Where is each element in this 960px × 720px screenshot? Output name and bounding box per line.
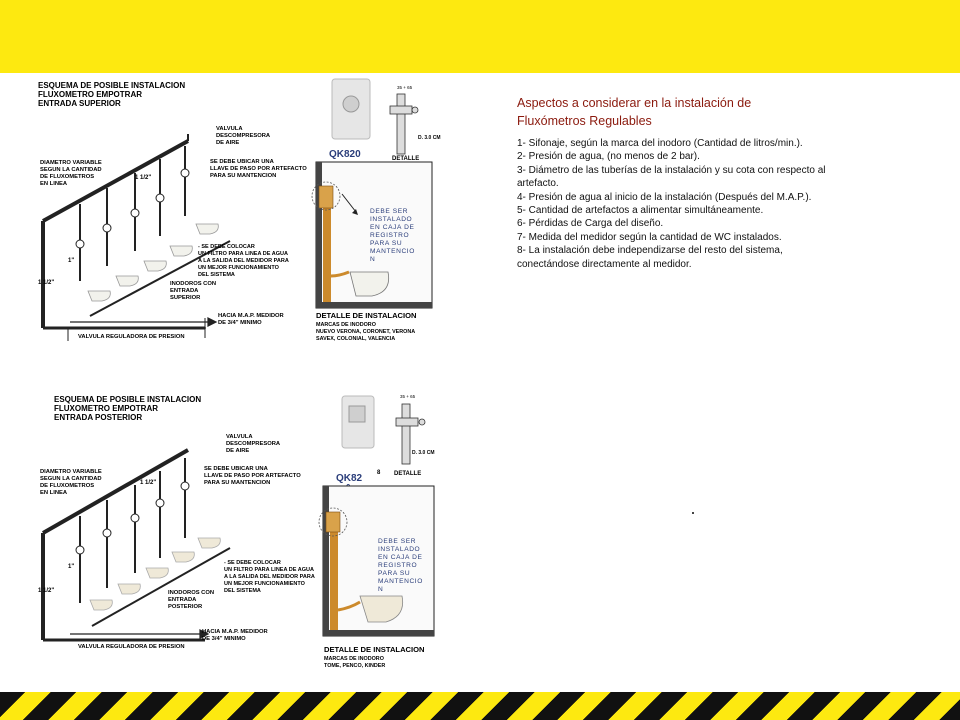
meter-label: HACIA M.A.P. MEDIDOR DE 3/4" MINIMO xyxy=(202,629,269,642)
pipe-network xyxy=(41,448,231,642)
filter-label: - SE DEBE COLOCAR UN FILTRO PARA LINEA D… xyxy=(198,244,290,278)
diameter-label: DIAMETRO VARIABLE SEGUN LA CANTIDAD DE F… xyxy=(40,469,103,496)
size-main: 1 1/2" xyxy=(38,280,54,286)
list-item: 1- Sifonaje, según la marca del inodoro … xyxy=(517,138,803,149)
diagram-title: ESQUEMA DE POSIBLE INSTALACION FLUXOMETR… xyxy=(54,395,203,422)
list-item: 5- Cantidad de artefactos a alimentar si… xyxy=(517,205,764,217)
stop-valves xyxy=(75,168,190,249)
dims-top: 35 + 65 xyxy=(400,394,416,399)
size-main: 1 1/2" xyxy=(38,588,54,594)
diameter-label: DIAMETRO VARIABLE SEGUN LA CANTIDAD DE F… xyxy=(40,160,103,187)
list-item: 3- Diámetro de las tuberías de la instal… xyxy=(517,164,826,190)
size-branch: 1" xyxy=(68,258,74,264)
diagram-entrada-superior: ESQUEMA DE POSIBLE INSTALACION FLUXOMETR… xyxy=(38,78,441,342)
dims-top: 35 + 65 xyxy=(397,85,413,90)
considerations-list: 1- Sifonaje, según la marca del inodoro … xyxy=(517,137,847,271)
size-mid: 1 1/2" xyxy=(140,480,156,486)
toilets-label: INODOROS CON ENTRADA POSTERIOR xyxy=(168,590,216,610)
stop-valve-label: SE DEBE UBICAR UNA LLAVE DE PASO POR ART… xyxy=(210,159,308,179)
toilets-label: INODOROS CON ENTRADA SUPERIOR xyxy=(170,281,218,301)
installation-cutaway xyxy=(318,485,435,637)
considerations-subheading: Fluxómetros Regulables xyxy=(517,114,652,128)
brands-label: MARCAS DE INODORO TOME, PENCO, KINDER xyxy=(324,656,385,669)
install-title: DETALLE DE INSTALACION xyxy=(316,311,417,320)
diagram-title: ESQUEMA DE POSIBLE INSTALACION FLUXOMETR… xyxy=(38,81,187,108)
brands-label: MARCAS DE INODORO NUEVO VERONA, CORONET,… xyxy=(316,322,416,342)
stray-dot xyxy=(692,512,694,514)
registry-label: DEBE SER INSTALADO EN CAJA DE REGISTRO P… xyxy=(378,538,425,593)
installation-cutaway xyxy=(311,161,433,309)
valve-label: VALVULA DESCOMPRESORA DE AIRE xyxy=(216,126,272,146)
model-label: QK820 xyxy=(329,149,361,160)
list-item: 6- Pérdidas de Carga del diseño. xyxy=(517,218,664,230)
considerations-panel: Aspectos a considerar en la instalación … xyxy=(517,94,847,271)
flush-button-icon xyxy=(348,405,366,423)
toilets xyxy=(89,537,221,611)
dims-side: D. 3.0 CM xyxy=(412,450,435,456)
registry-label: DEBE SER INSTALADO EN CAJA DE REGISTRO P… xyxy=(370,208,417,263)
top-yellow-bar xyxy=(0,0,960,73)
meter-arrow xyxy=(70,629,210,639)
considerations-heading: Aspectos a considerar en la instalación … xyxy=(517,96,752,110)
regulator-label: VALVULA REGULADORA DE PRESION xyxy=(78,644,185,650)
bottom-hazard-stripes xyxy=(0,692,960,720)
size-mid: 1 1/2" xyxy=(135,175,151,181)
stop-valve-label: SE DEBE UBICAR UNA LLAVE DE PASO POR ART… xyxy=(204,466,302,486)
size-branch: 1" xyxy=(68,564,74,570)
detail-drawing xyxy=(395,403,426,465)
diagram-entrada-posterior: ESQUEMA DE POSIBLE INSTALACION FLUXOMETR… xyxy=(38,394,435,669)
dims-side: D. 3.0 CM xyxy=(418,135,441,141)
filter-label: - SE DEBE COLOCAR UN FILTRO PARA LINEA D… xyxy=(224,560,316,594)
list-item: 4- Presión de agua al inicio de la insta… xyxy=(517,191,812,203)
toilets xyxy=(87,223,219,302)
list-item: 2- Presión de agua, (no menos de 2 bar). xyxy=(517,151,700,163)
meter-label: HACIA M.A.P. MEDIDOR DE 3/4" MINIMO xyxy=(218,313,285,326)
list-item: 8- La instalación debe independizarse de… xyxy=(517,245,783,270)
meter-arrow xyxy=(70,317,218,327)
detail-drawing xyxy=(389,93,419,155)
flush-button-icon xyxy=(342,95,360,113)
stop-valves xyxy=(75,481,190,555)
detail-number: 8 xyxy=(377,470,381,476)
valve-label: VALVULA DESCOMPRESORA DE AIRE xyxy=(226,434,282,454)
install-title: DETALLE DE INSTALACION xyxy=(324,645,425,654)
list-item: 7- Medida del medidor según la cantidad … xyxy=(517,231,782,243)
regulator-label: VALVULA REGULADORA DE PRESION xyxy=(78,334,185,340)
detail-caption: DETALLE xyxy=(394,471,421,477)
detail-caption: DETALLE xyxy=(392,156,419,162)
